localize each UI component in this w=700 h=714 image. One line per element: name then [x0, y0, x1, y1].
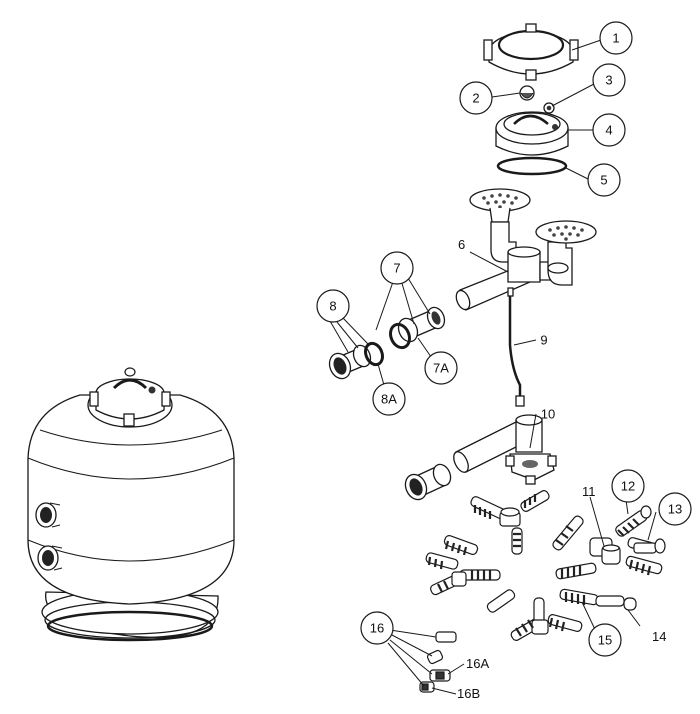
callout-10-label: 10 [541, 407, 555, 422]
lateral-hub-upper [470, 490, 550, 555]
callout-13: 13 [658, 492, 692, 526]
callout-6-label: 6 [458, 237, 465, 252]
callout-7: 7 [380, 251, 414, 285]
part-5-lid-o-ring [496, 156, 568, 176]
callout-13-label: 13 [668, 502, 682, 517]
callout-1-label: 1 [612, 31, 619, 46]
part-6-diffuser-collector [455, 188, 597, 311]
callout-10: 10 [541, 407, 555, 422]
upper-side-port [35, 502, 61, 528]
callout-8a-label: 8A [381, 392, 397, 407]
callout-3-label: 3 [605, 73, 612, 88]
part-11-lateral-hub [601, 544, 621, 565]
part-14-lateral-cap [623, 597, 637, 611]
part-10-union [404, 463, 452, 501]
callout-16b-label: 16B [457, 686, 480, 701]
lateral-hub-left [425, 535, 516, 613]
callout-8-label: 8 [329, 299, 336, 314]
part-8-union [328, 344, 372, 380]
callout-4-label: 4 [605, 123, 612, 138]
callout-4: 4 [592, 113, 626, 147]
callout-15-label: 15 [598, 633, 612, 648]
callout-5: 5 [587, 163, 621, 197]
callout-7-label: 7 [393, 261, 400, 276]
part-1-closure-ring [483, 23, 579, 81]
part-12-lateral [615, 505, 652, 537]
part-9-drain-rod [507, 287, 525, 407]
callout-1: 1 [599, 21, 633, 55]
callout-9: 9 [540, 333, 547, 348]
callout-14-label: 14 [652, 629, 666, 644]
sand-filter-tank [27, 367, 235, 642]
callout-16a-label: 16A [466, 656, 489, 671]
callout-8a: 8A [372, 382, 406, 416]
lateral-arms [425, 490, 666, 641]
callout-12: 12 [611, 469, 645, 503]
part-16a-fitting [429, 669, 451, 682]
part-10-lower-collector [453, 414, 557, 485]
callout-9-label: 9 [540, 333, 547, 348]
callout-5-label: 5 [600, 173, 607, 188]
leader-lines [329, 39, 657, 695]
lower-side-port [37, 545, 63, 571]
part-3-air-release-fitting [543, 102, 555, 114]
callout-2-label: 2 [472, 91, 479, 106]
callout-15: 15 [588, 623, 622, 657]
callout-2: 2 [459, 81, 493, 115]
part-16-fitting [426, 631, 457, 665]
part-7-port-fitting [397, 306, 446, 343]
callout-16: 16 [360, 611, 394, 645]
callout-12-label: 12 [621, 479, 635, 494]
callout-8: 8 [316, 289, 350, 323]
part-16b-fitting [419, 681, 435, 693]
callout-7a-label: 7A [433, 361, 449, 376]
part-4-filter-lid [495, 111, 569, 156]
callout-11-label: 11 [582, 484, 596, 499]
part-13-lateral-segment [633, 538, 666, 554]
callout-3: 3 [592, 63, 626, 97]
part-7a-port-ring [389, 322, 411, 350]
part-2-pressure-gauge [519, 85, 535, 101]
callout-16-label: 16 [370, 621, 384, 636]
callout-7a: 7A [424, 351, 458, 385]
